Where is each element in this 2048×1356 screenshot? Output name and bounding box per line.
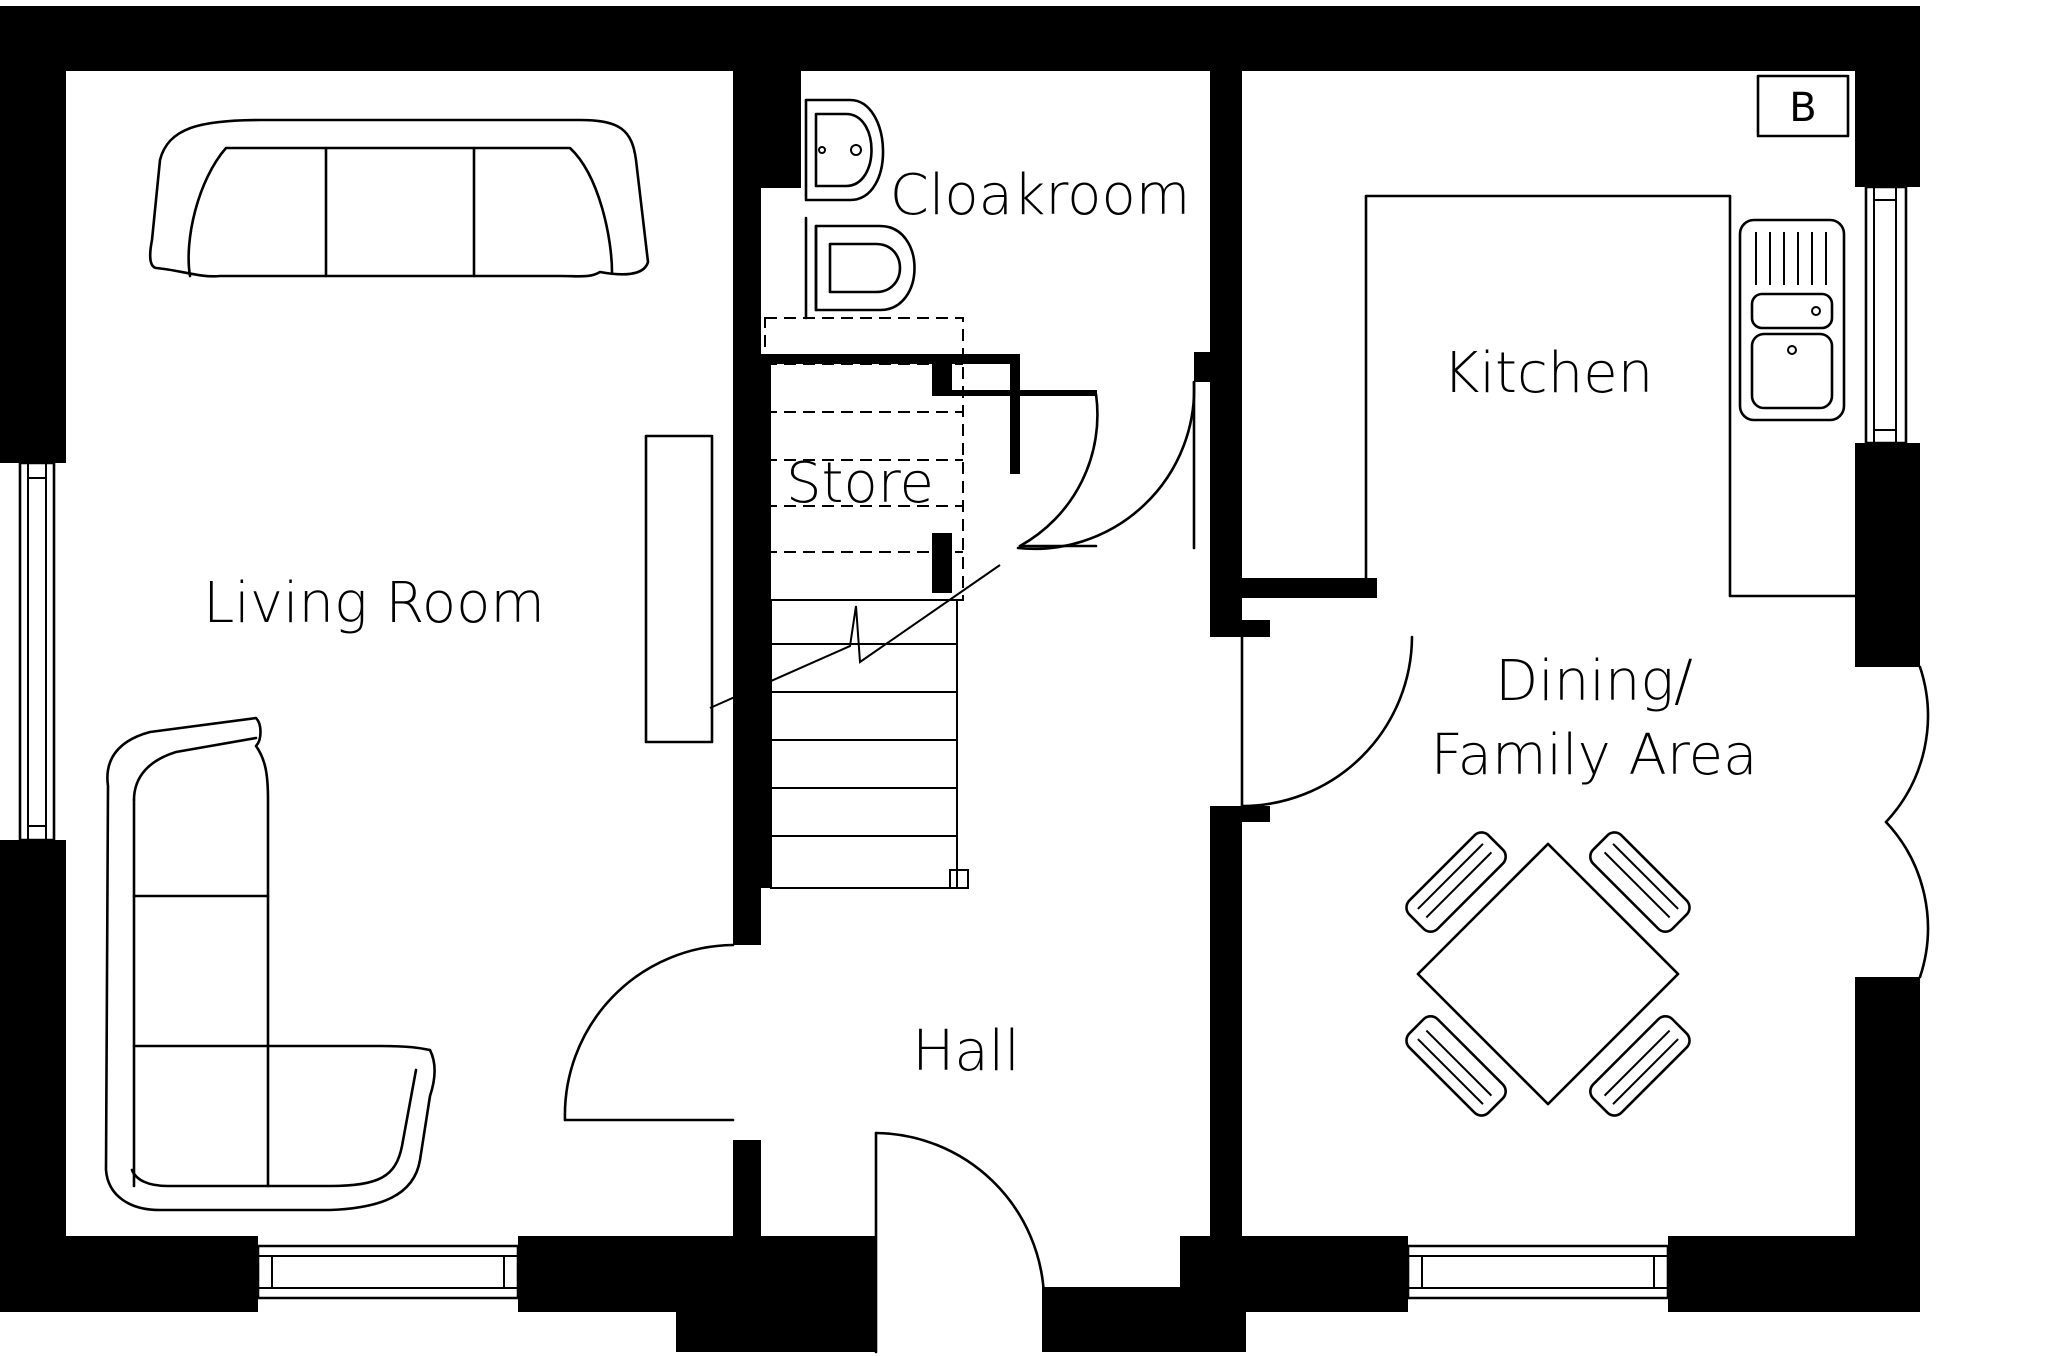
basin — [804, 98, 885, 202]
kitchen-sink — [1738, 218, 1846, 422]
label-store: Store — [786, 451, 934, 516]
staircase — [709, 317, 1001, 889]
tv-unit — [644, 434, 714, 744]
label-living-room: Living Room — [203, 571, 545, 636]
store-door — [1016, 380, 1196, 551]
chair — [1405, 831, 1507, 933]
label-dining-line1: Dining/ — [1495, 649, 1693, 714]
toilet — [804, 216, 916, 320]
label-hall: Hall — [912, 1019, 1020, 1084]
room-labels: Living Room Cloakroom Store Kitchen Dini… — [203, 163, 1757, 1084]
window-living-bottom — [256, 1244, 520, 1300]
living-room-furniture — [104, 118, 714, 1212]
boiler-label: B — [1789, 85, 1816, 131]
label-kitchen: Kitchen — [1443, 341, 1653, 406]
windows — [18, 185, 1908, 1300]
front-door — [874, 1131, 1046, 1354]
dining-table-set — [1405, 831, 1691, 1117]
french-doors — [1884, 665, 1930, 979]
internal-walls — [733, 60, 1377, 1250]
chair — [1589, 831, 1691, 933]
chair — [1405, 1015, 1507, 1117]
living-room-door — [563, 943, 735, 1122]
sofa-top — [148, 118, 650, 278]
kitchen-fixtures: B — [1364, 74, 1857, 598]
dining-door — [1240, 635, 1414, 808]
outer-walls — [0, 6, 1920, 1352]
boiler-box — [1756, 74, 1850, 138]
sofa-corner — [104, 716, 436, 1212]
doors — [563, 380, 1930, 1354]
label-dining-line2: Family Area — [1431, 723, 1758, 788]
label-cloakroom: Cloakroom — [890, 163, 1191, 228]
cloakroom-fixtures — [804, 98, 916, 320]
window-dining-bottom — [1406, 1244, 1670, 1300]
cloakroom-door — [1018, 392, 1099, 548]
window-kitchen-right — [1864, 185, 1908, 445]
chair — [1589, 1015, 1691, 1117]
window-living-left — [18, 461, 56, 842]
